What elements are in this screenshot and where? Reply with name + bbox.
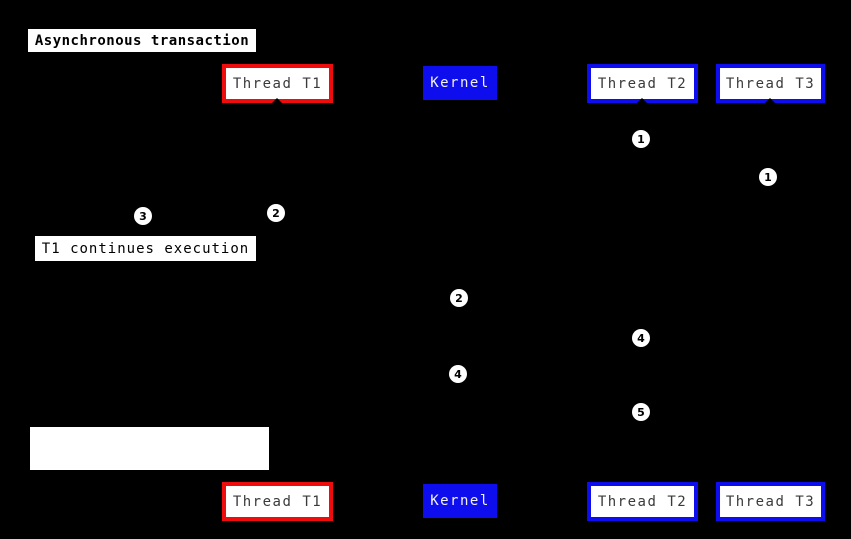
lifeline-notch-t1-bottom <box>272 477 282 482</box>
step-marker: 4 <box>632 329 650 347</box>
step-marker: 3 <box>134 207 152 225</box>
step-marker: 4 <box>449 365 467 383</box>
step-marker: 2 <box>267 204 285 222</box>
note-t1-continues-execution: T1 continues execution <box>35 236 256 261</box>
lifeline-notch-t2-top <box>637 98 647 103</box>
note-empty-box <box>30 427 269 470</box>
step-marker: 2 <box>450 289 468 307</box>
step-marker: 1 <box>632 130 650 148</box>
lifeline-notch-t2-bottom <box>637 477 647 482</box>
actor-thread-t2-bottom: Thread T2 <box>587 482 698 521</box>
lifeline-notch-t3-top <box>765 98 775 103</box>
lifeline-notch-t3-bottom <box>765 477 775 482</box>
diagram-title: Asynchronous transaction <box>28 29 256 52</box>
step-marker: 1 <box>759 168 777 186</box>
actor-kernel-top: Kernel <box>423 66 497 100</box>
actor-thread-t1-bottom: Thread T1 <box>222 482 333 521</box>
actor-thread-t3-bottom: Thread T3 <box>716 482 825 521</box>
actor-thread-t3-top: Thread T3 <box>716 64 825 103</box>
step-marker: 5 <box>632 403 650 421</box>
lifeline-notch-t1-top <box>272 98 282 103</box>
actor-kernel-bottom: Kernel <box>423 484 497 518</box>
